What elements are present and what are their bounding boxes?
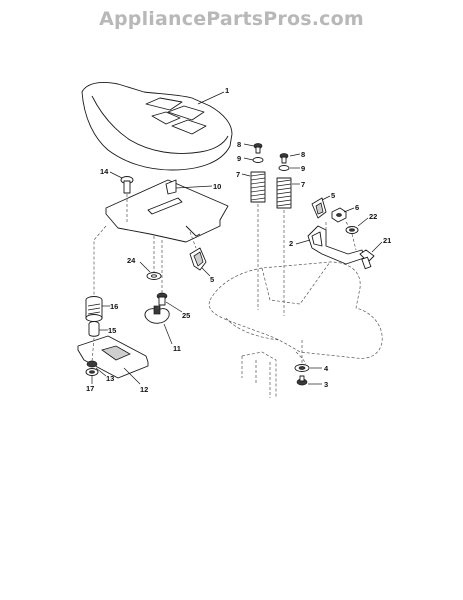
callout-1: 1 <box>225 86 229 95</box>
tractor-body-outline <box>208 261 383 398</box>
callout-5-right: 5 <box>331 191 335 200</box>
callout-8-left: 8 <box>237 140 241 149</box>
callout-21: 21 <box>383 236 391 245</box>
assembly-lines-center <box>257 204 285 316</box>
bracket-part-2 <box>295 225 365 265</box>
clip-part-5-left <box>189 247 211 277</box>
washer-part-4 <box>294 364 322 372</box>
callout-17: 17 <box>86 384 94 393</box>
washer-part-17 <box>85 368 99 384</box>
callout-12: 12 <box>140 385 148 394</box>
washer-part-9-right <box>278 165 300 171</box>
assembly-lines-right <box>325 221 357 251</box>
bolt-part-3 <box>296 375 322 386</box>
clip-part-5-right <box>311 195 331 219</box>
washer-part-22 <box>345 217 369 234</box>
callout-7-right: 7 <box>301 180 305 189</box>
callout-2: 2 <box>289 239 293 248</box>
callout-24: 24 <box>127 256 136 265</box>
callout-25: 25 <box>182 311 190 320</box>
callout-11: 11 <box>173 344 181 353</box>
seat-pan-part-10 <box>105 179 229 243</box>
seat-part-1 <box>81 81 233 171</box>
spring-part-7-left <box>241 171 266 203</box>
callout-15: 15 <box>108 326 116 335</box>
callout-10: 10 <box>213 182 221 191</box>
nut-part-6 <box>331 207 355 223</box>
watermark-text: AppliancePartsPros.com <box>99 8 364 30</box>
assembly-lines-left <box>91 194 197 363</box>
callout-22: 22 <box>369 212 377 221</box>
washer-part-9-left <box>243 157 264 163</box>
washer-part-24 <box>139 261 162 280</box>
callout-8-right: 8 <box>301 150 305 159</box>
callout-5-left: 5 <box>210 275 214 284</box>
callout-16: 16 <box>110 302 118 311</box>
pivot-bracket-part-12 <box>77 335 149 385</box>
callout-14: 14 <box>100 167 109 176</box>
callout-9-right: 9 <box>301 164 305 173</box>
knob-part-11 <box>144 305 173 345</box>
callout-3: 3 <box>324 380 328 389</box>
callout-6: 6 <box>355 203 359 212</box>
callout-13: 13 <box>106 374 114 383</box>
spring-part-7-right <box>276 177 300 209</box>
callout-7-left: 7 <box>236 170 240 179</box>
bolt-part-25 <box>156 292 183 313</box>
spacer-part-15 <box>88 321 108 337</box>
nut-part-13 <box>86 360 107 377</box>
bolt-part-21 <box>359 241 383 270</box>
callout-9-left: 9 <box>237 154 241 163</box>
bolt-part-14 <box>109 171 134 194</box>
callout-4: 4 <box>324 364 329 373</box>
bolt-part-8-right <box>279 153 301 164</box>
bolt-part-8-left <box>243 143 263 154</box>
spring-part-16 <box>85 296 110 322</box>
callouts: 1 2 3 4 5 5 6 7 7 8 8 9 9 10 11 12 13 14… <box>86 86 391 394</box>
